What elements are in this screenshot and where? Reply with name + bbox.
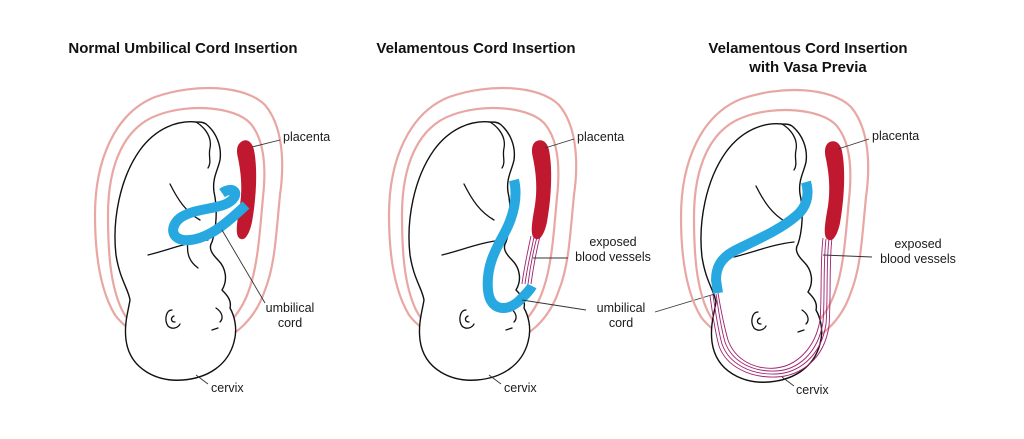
panel-title-line1: Velamentous Cord Insertion bbox=[708, 40, 907, 57]
cervix-label: cervix bbox=[211, 381, 244, 395]
cord-label-line2: cord bbox=[278, 316, 302, 330]
umbilical-cord bbox=[482, 178, 537, 313]
fetus-nose bbox=[801, 309, 809, 325]
vessels-label-line2: blood vessels bbox=[880, 252, 956, 266]
placenta-leader-line bbox=[837, 138, 870, 150]
placenta bbox=[236, 140, 257, 240]
cervix-label: cervix bbox=[504, 381, 537, 395]
cord-leader-line-panel3 bbox=[654, 292, 719, 313]
fetus-leg bbox=[195, 121, 212, 169]
fetus-ear bbox=[751, 311, 767, 331]
cervix-leader-line bbox=[488, 374, 502, 385]
cervix-label: cervix bbox=[796, 383, 829, 397]
cord-label-line2: cord bbox=[609, 316, 633, 330]
panel-title: Velamentous Cord Insertion bbox=[376, 40, 575, 57]
vessels-label-line1: exposed bbox=[589, 235, 636, 249]
placenta-leader-line bbox=[544, 138, 575, 149]
fetus bbox=[408, 121, 531, 381]
panel-title-line2: with Vasa Previa bbox=[748, 59, 867, 76]
cord-leader-line bbox=[221, 229, 266, 304]
vessels-label-line1: exposed bbox=[894, 237, 941, 251]
fetus-mouth bbox=[211, 327, 219, 331]
fetus-leg bbox=[489, 121, 506, 169]
blood-vessel bbox=[521, 235, 532, 285]
blood-vessel bbox=[524, 236, 535, 285]
fetus bbox=[114, 121, 237, 381]
vessels-leader-line bbox=[822, 254, 873, 258]
exposed-blood-vessels bbox=[709, 237, 833, 378]
fetus-outline bbox=[114, 121, 237, 381]
placenta bbox=[824, 141, 845, 241]
blood-vessel bbox=[717, 237, 824, 369]
fetus-outline bbox=[700, 123, 823, 383]
blood-vessel bbox=[715, 238, 827, 372]
cervix-leader-line bbox=[781, 376, 795, 387]
cord-label-line1: umbilical bbox=[597, 301, 646, 315]
placenta bbox=[531, 140, 552, 240]
placenta-leader-line bbox=[251, 139, 281, 148]
fetus-thigh bbox=[463, 183, 495, 221]
panel-normal-insertion: Normal Umbilical Cord Insertion placenta… bbox=[68, 40, 330, 395]
cord-label-line1: umbilical bbox=[266, 301, 315, 315]
placenta-label: placenta bbox=[872, 129, 919, 143]
fetus-mouth bbox=[797, 329, 805, 333]
fetus-ear bbox=[459, 309, 475, 329]
panel-title: Normal Umbilical Cord Insertion bbox=[68, 40, 297, 57]
blood-vessel bbox=[709, 237, 833, 378]
panel-vasa-previa: Velamentous Cord Insertion with Vasa Pre… bbox=[679, 40, 956, 397]
fetus-ear bbox=[165, 309, 181, 329]
fetus-arm bbox=[733, 241, 795, 258]
blood-vessel bbox=[527, 236, 538, 285]
umbilical-cord bbox=[168, 185, 250, 246]
fetus-leg bbox=[781, 123, 798, 171]
placenta-label: placenta bbox=[577, 130, 624, 144]
cord-leader-line bbox=[521, 299, 587, 311]
blood-vessel bbox=[530, 235, 541, 285]
umbilical-cord bbox=[711, 180, 813, 294]
blood-vessel bbox=[712, 238, 830, 375]
placenta-label: placenta bbox=[283, 130, 330, 144]
exposed-blood-vessels bbox=[521, 235, 541, 285]
vessels-label-line2: blood vessels bbox=[575, 250, 651, 264]
panel-velamentous-insertion: Velamentous Cord Insertion placenta expo… bbox=[376, 40, 650, 395]
fetus-nose bbox=[215, 307, 223, 323]
fetus-mouth bbox=[505, 327, 513, 331]
fetus-outline bbox=[408, 121, 531, 381]
fetus-thigh bbox=[169, 183, 201, 221]
cervix-leader-line bbox=[195, 374, 209, 385]
fetus bbox=[700, 123, 823, 383]
